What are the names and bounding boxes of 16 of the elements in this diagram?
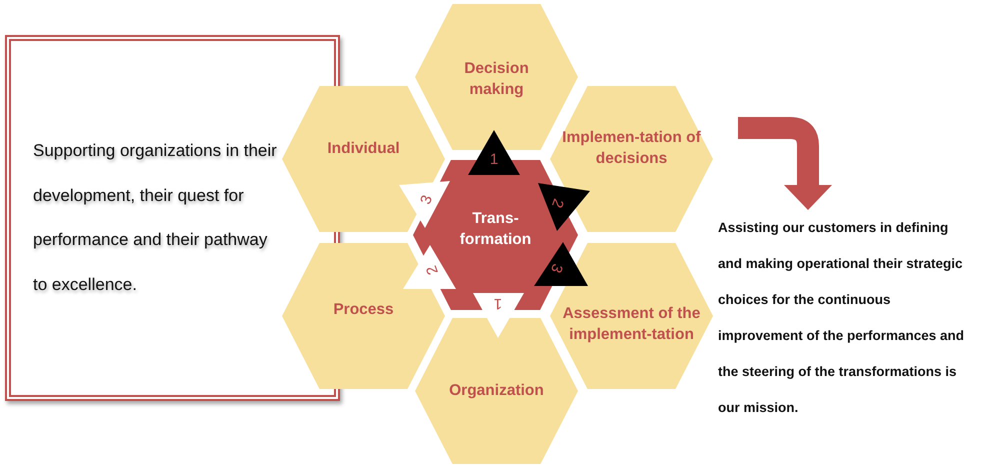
hexagon-label: Assessment of the implement-tation [562,304,702,345]
hexagon-label: Process [332,300,395,320]
callout-number: 2 [547,195,567,212]
hexagon-label: Individual [326,138,401,158]
panel-text: Supporting organizations in their development, their quest for performance and their pathway to excellence. [33,140,278,296]
curved-arrow [738,117,832,210]
hexagon-label: Decision making [463,59,530,100]
callout-number: 3 [417,192,437,209]
hexagon-label: Organization [448,380,545,400]
callout-number: 1 [488,152,500,168]
callout-number: 3 [546,260,566,277]
callout-number: 1 [492,295,504,311]
hexagon-label: Trans-formation [458,209,532,250]
hexagon-label: Implemen-tation of decisions [561,128,702,169]
callout-number: 2 [423,262,443,279]
mission-text: Assisting our customers in defining and making operational their strategic choices for the continuous improvement of the performances and the steering of the transformations is our mission. [718,210,974,444]
